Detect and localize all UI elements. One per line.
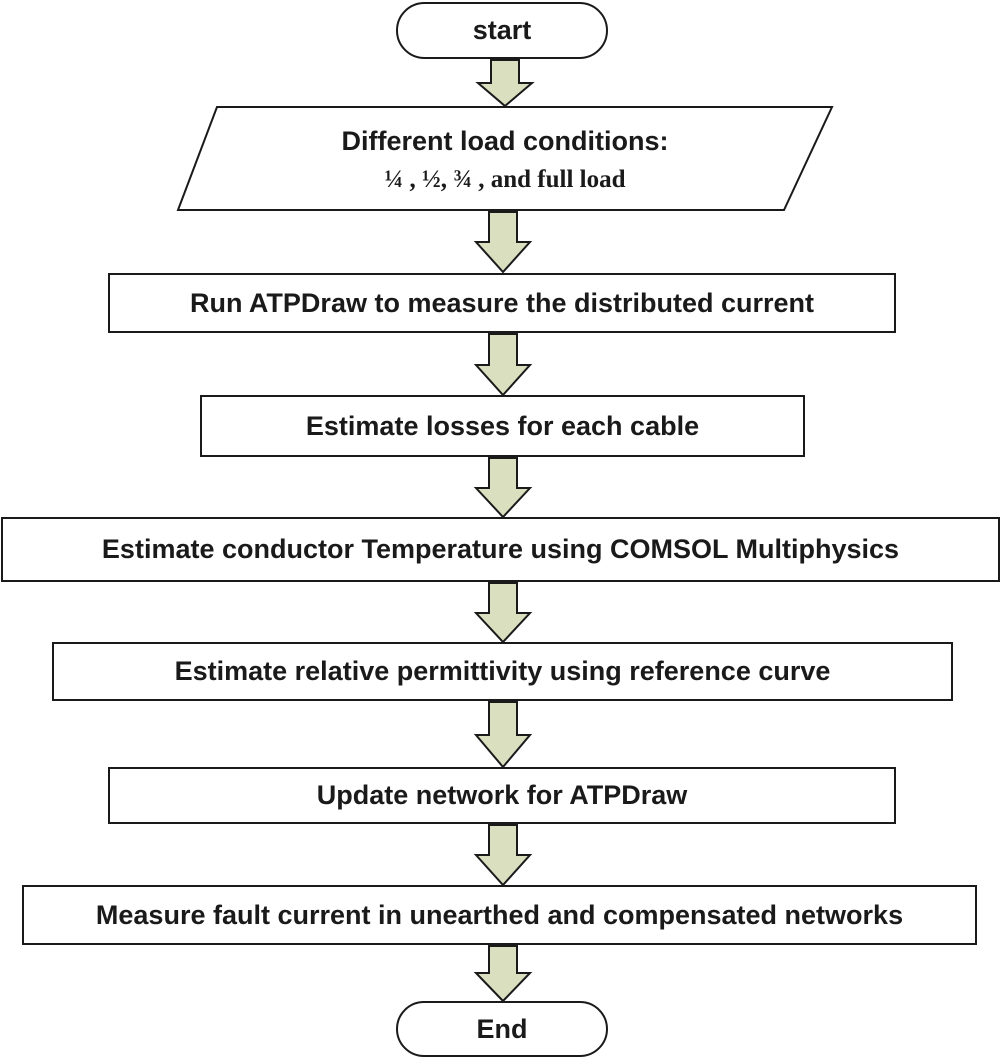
flow-arrow-8 <box>473 945 533 1003</box>
step-label: Estimate relative permittivity using ref… <box>174 656 831 686</box>
flow-arrow-1 <box>475 59 535 108</box>
step-label: Estimate conductor Temperature using COM… <box>101 534 900 564</box>
step-run-atpdraw: Run ATPDraw to measure the distributed c… <box>108 273 896 333</box>
step-estimate-losses: Estimate losses for each cable <box>200 395 805 457</box>
step-label: Run ATPDraw to measure the distributed c… <box>189 287 815 318</box>
step-measure-fault-current: Measure fault current in unearthed and c… <box>22 885 977 945</box>
end-label: End <box>476 1013 528 1044</box>
step-label: Estimate losses for each cable <box>305 410 700 441</box>
step-label: Measure fault current in unearthed and c… <box>95 899 904 930</box>
step-estimate-permittivity: Estimate relative permittivity using ref… <box>52 642 953 701</box>
flow-arrow-7 <box>473 824 533 887</box>
step-update-network: Update network for ATPDraw <box>108 767 896 824</box>
step-estimate-temperature: Estimate conductor Temperature using COM… <box>1 517 1000 582</box>
start-terminal: start <box>396 2 608 59</box>
load-conditions-input: Different load conditions: ¼ , ½, ¾ , an… <box>176 106 834 212</box>
input-title: Different load conditions: <box>341 126 669 156</box>
flow-arrow-2 <box>473 211 533 274</box>
start-label: start <box>472 15 532 45</box>
input-load-values: ¼ , ½, ¾ , and full load <box>384 166 626 193</box>
flow-arrow-5 <box>473 582 533 644</box>
flow-arrow-3 <box>473 333 533 397</box>
flow-arrow-4 <box>473 457 533 519</box>
flow-arrow-6 <box>473 701 533 769</box>
step-label: Update network for ATPDraw <box>316 780 688 810</box>
end-terminal: End <box>396 1001 608 1057</box>
